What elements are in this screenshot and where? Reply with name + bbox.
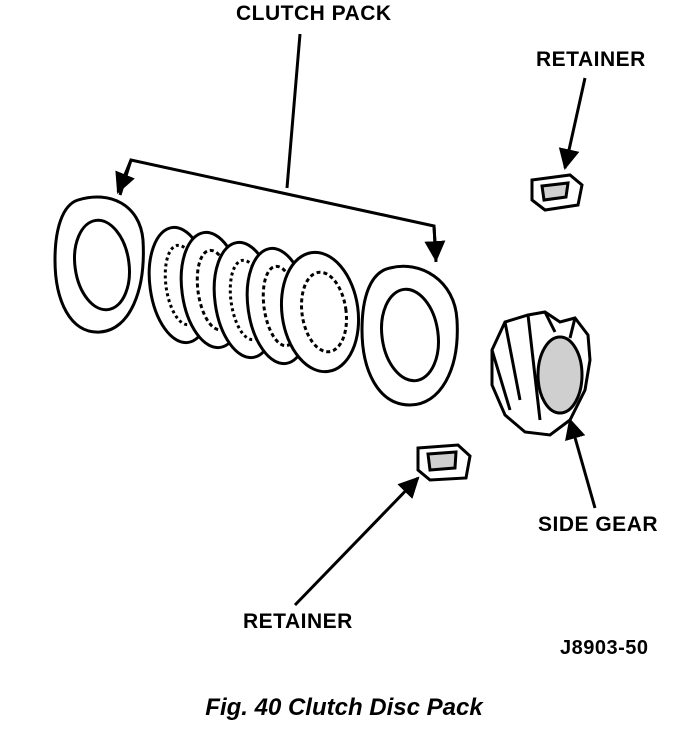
side-gear-label: SIDE GEAR [538,513,659,536]
clutch-pack-bracket [115,33,446,263]
retainer-top-label: RETAINER [536,48,646,71]
leader-arrows [293,77,597,607]
retainer-bottom-part [416,443,472,482]
side-gear [490,310,592,437]
right-clutch-plate [360,264,459,407]
figure-caption: Fig. 40 Clutch Disc Pack [205,694,483,721]
clutch-disc-stack [147,225,361,374]
figure-code-label: J8903-50 [560,637,649,659]
left-clutch-plate [53,195,145,334]
clutch-pack-label: CLUTCH PACK [236,2,392,25]
retainer-bottom-label: RETAINER [243,610,353,633]
retainer-top-part [530,173,584,212]
